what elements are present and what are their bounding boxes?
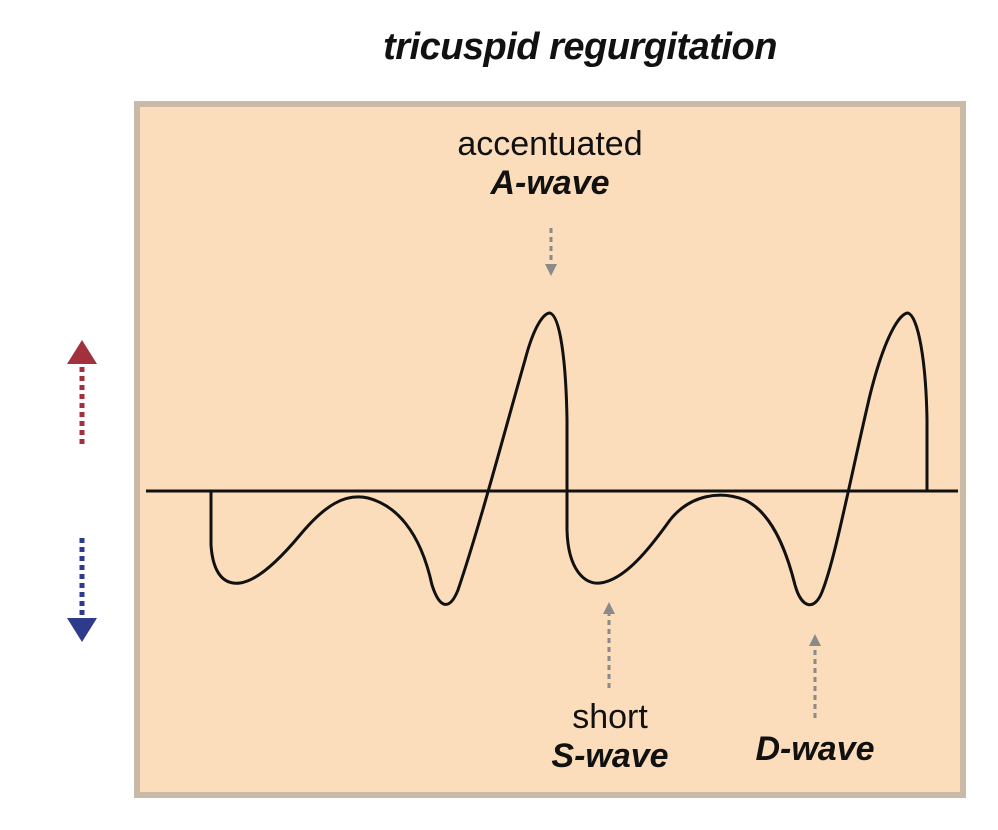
- diagram-title: tricuspid regurgitation: [383, 26, 777, 68]
- down-arrow-icon: [67, 538, 97, 642]
- s-wave-label: short S-wave: [480, 698, 740, 776]
- a-wave-label: accentuated A-wave: [400, 125, 700, 203]
- a-wave-name: A-wave: [490, 164, 610, 203]
- s-wave-prefix: short: [572, 698, 648, 736]
- waveform-trace: [209, 311, 929, 607]
- waveform-panel: [134, 101, 966, 798]
- a-wave-prefix: accentuated: [457, 125, 643, 163]
- s-wave-name: S-wave: [551, 737, 669, 776]
- d-wave-label: D-wave: [700, 730, 930, 769]
- up-arrow-icon: [67, 340, 97, 444]
- d-wave-name: D-wave: [755, 730, 875, 768]
